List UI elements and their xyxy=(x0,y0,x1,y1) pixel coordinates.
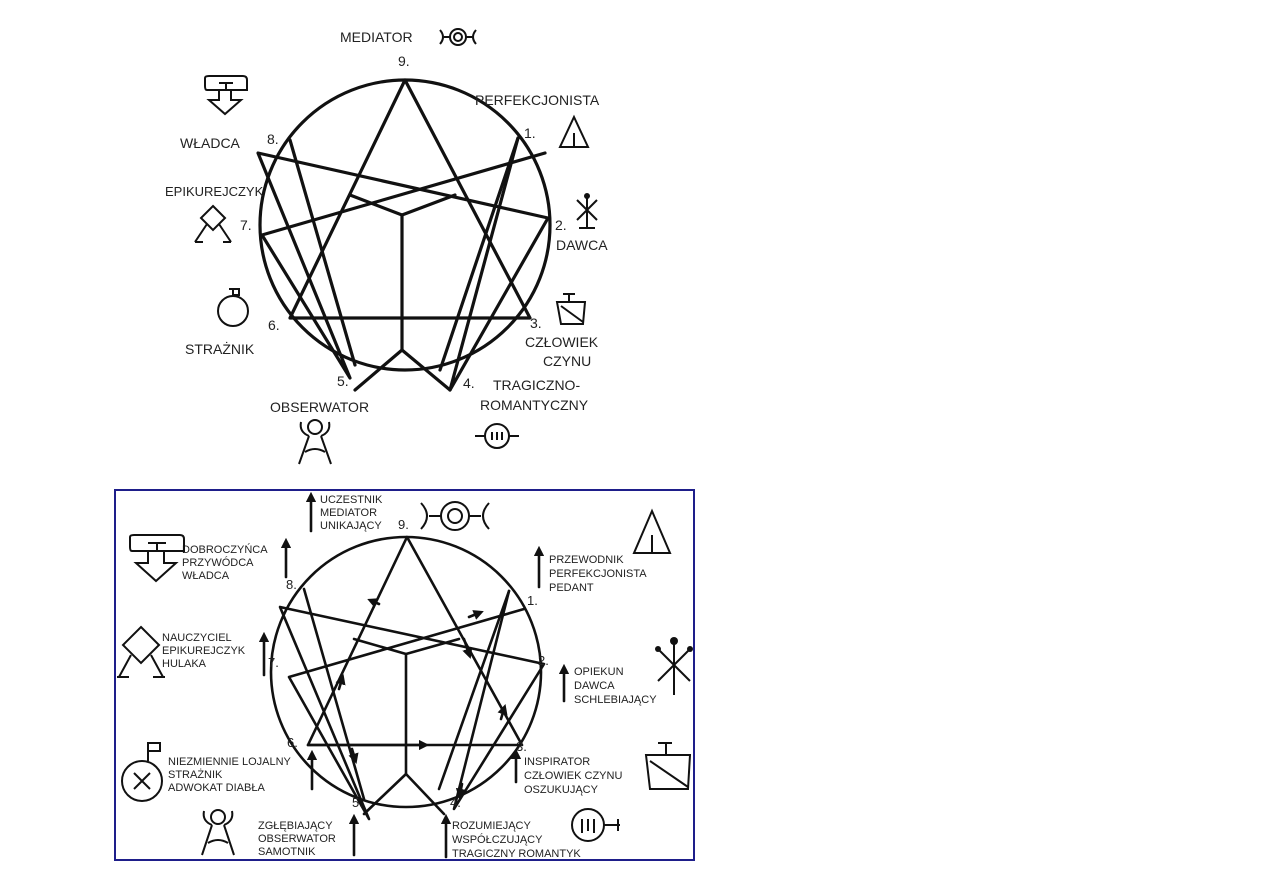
b-8-l2: PRZYWÓDCA xyxy=(182,556,254,569)
b-1-l2: PERFEKCJONISTA xyxy=(549,568,647,580)
label-8-name: WŁADCA xyxy=(180,135,241,151)
label-4-num: 4. xyxy=(463,375,475,391)
epicure-icon xyxy=(194,204,232,243)
label-6-name: STRAŻNIK xyxy=(185,340,255,357)
b-1-l1: PRZEWODNIK xyxy=(549,554,624,566)
label-5-name: OBSERWATOR xyxy=(270,399,369,415)
ruler-icon xyxy=(204,75,248,116)
b-6-l1: NIEZMIENNIE LOJALNY xyxy=(168,756,292,768)
label-9-num: 9. xyxy=(398,53,410,69)
b-8-l3: WŁADCA xyxy=(182,570,230,582)
achiever-icon xyxy=(555,293,587,325)
b-7-l2: EPIKUREJCZYK xyxy=(162,645,246,657)
b-3-l1: INSPIRATOR xyxy=(524,756,590,768)
b-7-l3: HULAKA xyxy=(162,658,207,670)
label-5-num: 5. xyxy=(337,373,349,389)
label-9-name: MEDIATOR xyxy=(340,29,413,45)
b-9-l3: UNIKAJĄCY xyxy=(320,520,382,532)
b-9-num: 9. xyxy=(398,517,409,532)
label-3-num: 3. xyxy=(530,315,542,331)
romantic-icon xyxy=(475,423,519,449)
b-1-l3: PEDANT xyxy=(549,582,594,594)
b-3-l3: OSZUKUJĄCY xyxy=(524,784,599,796)
label-4-name1: TRAGICZNO- xyxy=(493,377,580,393)
enneagram-circle xyxy=(258,78,552,372)
b-2-l1: OPIEKUN xyxy=(574,666,624,678)
romantic-icon-b xyxy=(571,808,620,842)
epicure-icon-b xyxy=(117,625,165,678)
b-3-num: 3. xyxy=(516,739,527,754)
b-7-num: 7. xyxy=(268,655,279,670)
b-4-l3: TRAGICZNY ROMANTYK xyxy=(452,848,581,860)
label-1-name: PERFEKCJONISTA xyxy=(475,92,600,108)
mediator-icon xyxy=(439,28,477,46)
mediator-icon-b xyxy=(420,501,490,531)
enneagram-hexad-bottom xyxy=(278,589,546,821)
observer-icon-b xyxy=(201,809,235,856)
label-7-num: 7. xyxy=(240,217,252,233)
b-9-l1: UCZESTNIK xyxy=(320,494,383,506)
enneagram-top: MEDIATOR 9. PERFEKCJONISTA 1. 2. DAWCA 3… xyxy=(165,28,608,465)
b-3-l2: CZŁOWIEK CZYNU xyxy=(524,770,622,782)
b-2-l2: DAWCA xyxy=(574,680,615,692)
label-7-name: EPIKUREJCZYK xyxy=(165,184,264,199)
label-6-num: 6. xyxy=(268,317,280,333)
b-6-l2: STRAŻNIK xyxy=(168,768,223,781)
b-5-l2: OBSERWATOR xyxy=(258,833,336,845)
achiever-icon-b xyxy=(644,742,692,790)
label-8-num: 8. xyxy=(267,131,279,147)
perfectionist-icon-b xyxy=(632,508,672,554)
label-2-name: DAWCA xyxy=(556,237,608,253)
perfectionist-icon xyxy=(558,114,590,148)
b-8-num: 8. xyxy=(286,577,297,592)
giver-icon-b xyxy=(655,637,693,695)
b-4-num: 4. xyxy=(450,795,461,810)
b-5-l1: ZGŁĘBIAJĄCY xyxy=(258,820,333,832)
label-4-name2: ROMANTYCZNY xyxy=(480,397,589,413)
b-7-l1: NAUCZYCIEL xyxy=(162,632,232,644)
label-3-name1: CZŁOWIEK xyxy=(525,334,599,350)
guardian-icon-b xyxy=(121,742,163,802)
bottom-frame xyxy=(114,489,695,861)
b-2-num: 2. xyxy=(538,653,549,668)
label-2-num: 2. xyxy=(555,217,567,233)
b-6-l3: ADWOKAT DIABŁA xyxy=(168,782,265,794)
b-8-l1: DOBROCZYŃCA xyxy=(182,543,268,556)
b-4-l1: ROZUMIEJĄCY xyxy=(452,820,532,832)
observer-icon xyxy=(298,419,332,465)
giver-icon xyxy=(576,193,598,229)
b-1-num: 1. xyxy=(527,593,538,608)
b-5-num: 5. xyxy=(352,795,363,810)
b-6-num: 6. xyxy=(287,735,298,750)
guardian-icon xyxy=(217,288,249,327)
b-2-l3: SCHLEBIAJĄCY xyxy=(574,694,657,706)
enneagram-bottom: UCZESTNIK MEDIATOR UNIKAJĄCY 9. PRZEWODN… xyxy=(114,489,695,861)
ruler-icon-b xyxy=(129,534,185,583)
b-9-l2: MEDIATOR xyxy=(320,507,377,519)
b-5-l3: SAMOTNIK xyxy=(258,846,316,858)
b-4-l2: WSPÓŁCZUJĄCY xyxy=(452,833,543,846)
enneagram-triangle xyxy=(288,78,532,320)
label-1-num: 1. xyxy=(524,125,536,141)
label-3-name2: CZYNU xyxy=(543,353,591,369)
